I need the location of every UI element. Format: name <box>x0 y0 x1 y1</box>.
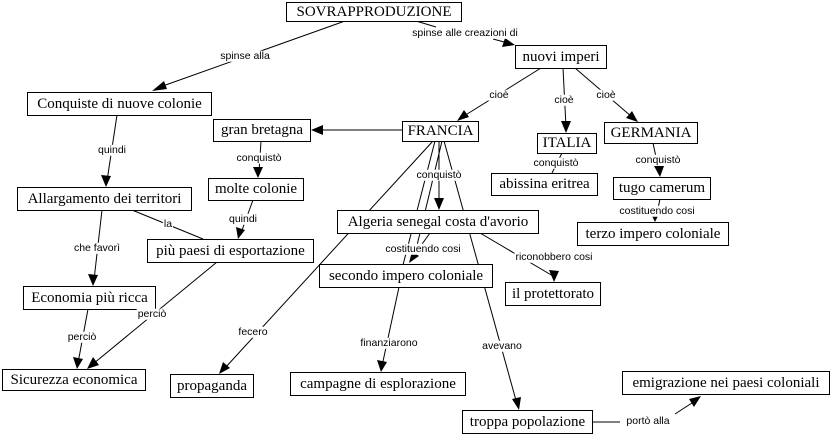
concept-terzo-impero[interactable]: terzo impero coloniale <box>577 222 729 246</box>
label-conquisto-germania: conquistò <box>634 153 682 166</box>
arrowhead <box>88 274 98 286</box>
concept-sicurezza[interactable]: Sicurezza economica <box>2 369 146 391</box>
label-quindi-2: quindi <box>227 212 259 225</box>
label-percio-1: perciò <box>136 307 168 320</box>
label-spinse-creazioni: spinse alle creazioni di <box>411 26 519 39</box>
concept-conquiste[interactable]: Conquiste di nuove colonie <box>27 92 212 116</box>
arrowhead <box>561 121 571 133</box>
label-percio-2: perciò <box>66 330 98 343</box>
label-spinse-alla: spinse alla <box>219 49 271 62</box>
arrowhead <box>626 111 638 122</box>
label-finanziarono: finanziarono <box>359 336 419 349</box>
label-cioe-germania: cioè <box>595 88 617 101</box>
label-costituendo-francia: costituendo cosi <box>384 242 462 255</box>
label-riconobbero: riconobbero cosi <box>514 250 594 263</box>
arrowhead <box>152 81 167 91</box>
label-costituendo-germania: costituendo cosi <box>618 204 696 217</box>
arrowhead <box>219 362 230 374</box>
concept-secondo-impero[interactable]: secondo impero coloniale <box>319 264 493 288</box>
label-conquisto-italia: conquistò <box>532 156 580 169</box>
edge-sovrapproduzione-nuovi-imperi <box>415 20 437 28</box>
arrowhead <box>253 167 263 178</box>
label-avevano: avevano <box>481 339 523 352</box>
arrowhead <box>311 125 323 135</box>
concept-campagne[interactable]: campagne di esplorazione <box>290 372 466 396</box>
arrowhead <box>654 166 664 177</box>
concept-propaganda[interactable]: propaganda <box>170 374 254 398</box>
arrowhead <box>377 360 387 372</box>
label-cioe-italia: cioè <box>553 93 575 106</box>
concept-gran-bretagna[interactable]: gran bretagna <box>213 119 311 142</box>
arrowhead <box>73 357 83 369</box>
concept-molte-colonie[interactable]: molte colonie <box>208 178 304 201</box>
concept-piu-paesi[interactable]: più paesi di esportazione <box>147 239 314 263</box>
concept-algeria[interactable]: Algeria senegal costa d'avorio <box>337 210 539 234</box>
concept-nuovi-imperi[interactable]: nuovi imperi <box>515 45 607 69</box>
label-porto-alla: portò alla <box>625 414 671 427</box>
label-fecero: fecero <box>237 325 269 338</box>
edge-francia-secondo-2 <box>413 140 443 259</box>
arrowhead <box>236 227 245 239</box>
edge-secondo-campagne <box>381 286 400 367</box>
concept-allargamento[interactable]: Allargamento dei territori <box>17 187 192 211</box>
concept-germania[interactable]: GERMANIA <box>604 122 698 144</box>
concept-emigrazione[interactable]: emigrazione nei paesi coloniali <box>622 371 830 395</box>
label-la: la <box>162 217 174 230</box>
arrowhead <box>457 110 469 121</box>
label-cioe-francia: cioè <box>488 88 510 101</box>
arrowhead <box>434 198 444 210</box>
concept-economia[interactable]: Economia più ricca <box>23 286 156 310</box>
arrowhead <box>689 396 701 407</box>
concept-abissina-eritrea[interactable]: abissina eritrea <box>491 173 598 196</box>
concept-troppa-popolazione[interactable]: troppa popolazione <box>462 410 593 434</box>
concept-tugo-camerum[interactable]: tugo camerum <box>613 177 711 200</box>
concept-francia[interactable]: FRANCIA <box>402 121 479 142</box>
label-conquisto-francia: conquistò <box>415 168 463 181</box>
concept-protettorato[interactable]: il protettorato <box>505 282 601 306</box>
concept-italia[interactable]: ITALIA <box>537 133 597 154</box>
arrowhead <box>101 175 111 187</box>
label-che-favori: che favorì <box>72 241 122 254</box>
arrowhead <box>512 397 521 410</box>
label-conquisto-gb: conquistò <box>235 151 283 164</box>
concept-sovrapproduzione[interactable]: SOVRAPPRODUZIONE <box>286 2 462 22</box>
label-quindi-1: quindi <box>96 143 128 156</box>
arrowhead <box>502 38 515 47</box>
arrowhead <box>87 357 99 369</box>
arrowhead <box>549 270 559 282</box>
